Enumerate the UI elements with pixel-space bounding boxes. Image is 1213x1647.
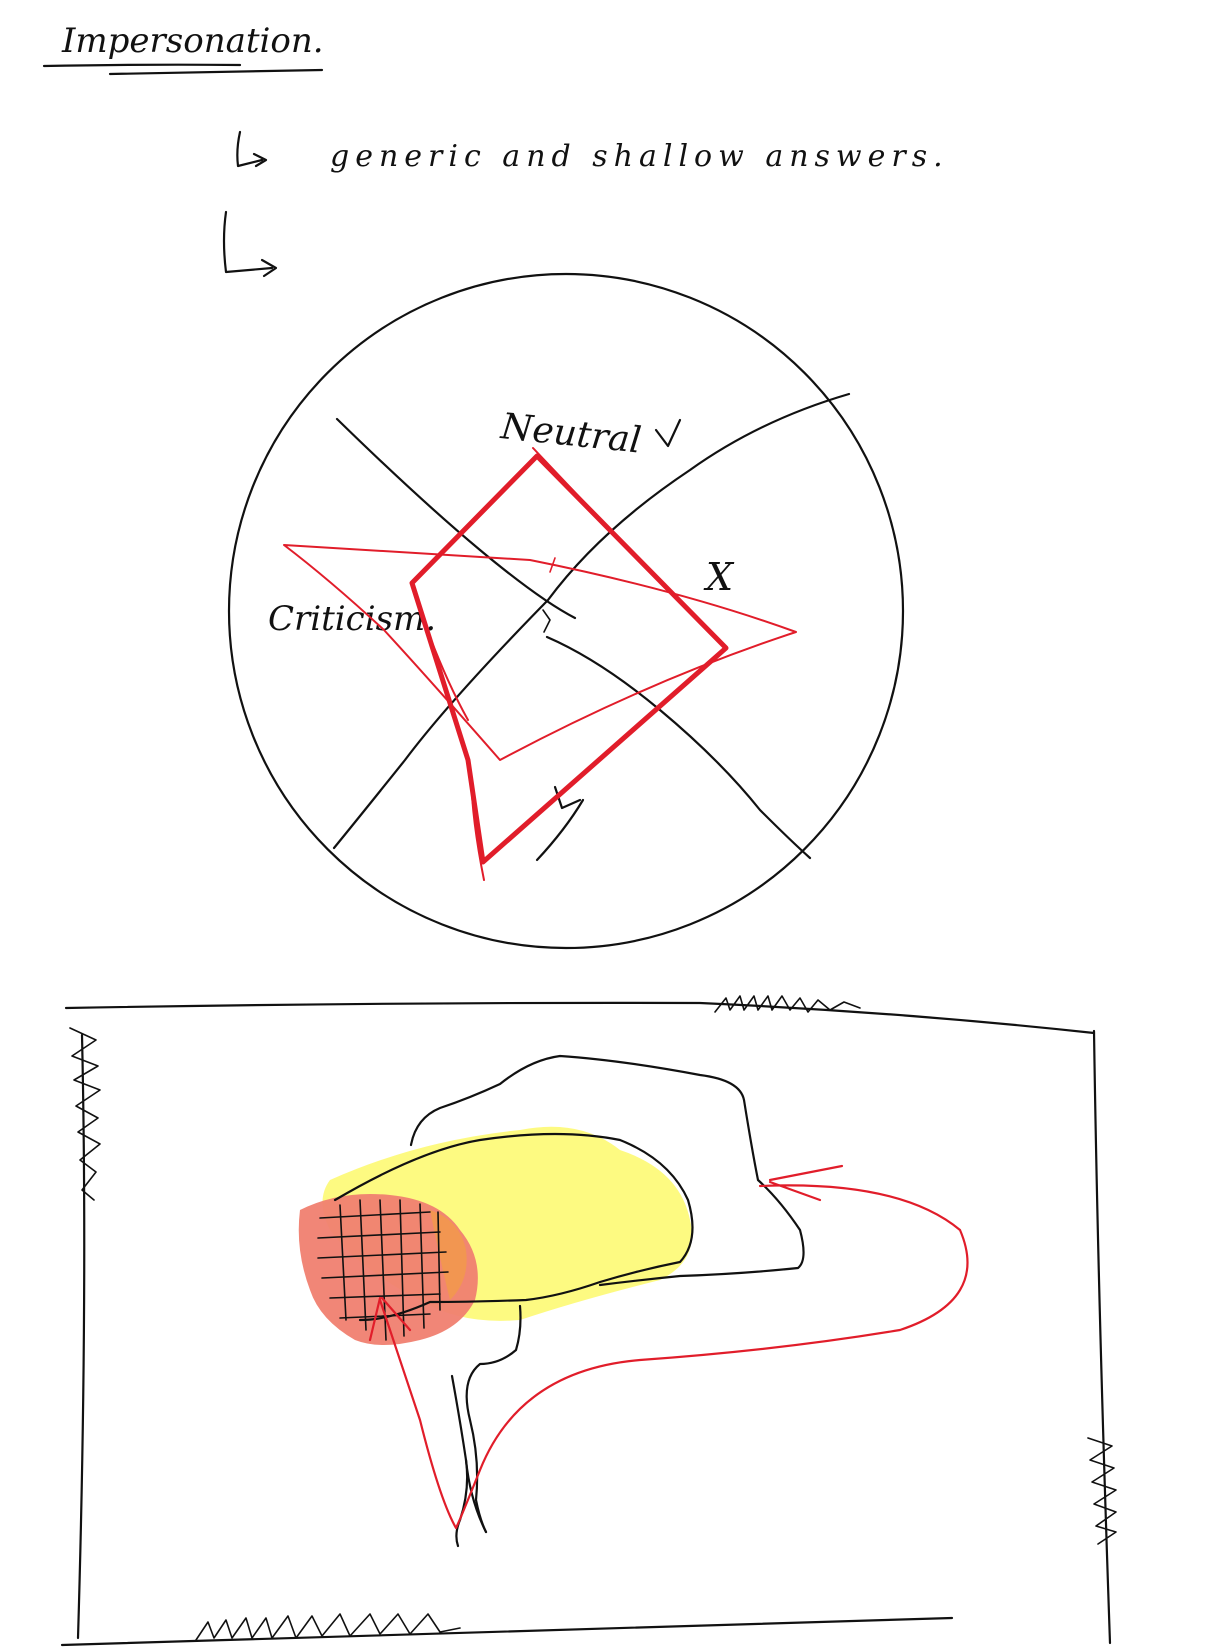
blob-drawing bbox=[298, 1054, 969, 1548]
check-icon bbox=[654, 418, 682, 448]
circle-diagram: Neutral Criticism. X bbox=[227, 272, 905, 950]
outer-outline bbox=[409, 1054, 805, 1287]
stem-right bbox=[465, 1304, 522, 1534]
arrow-icon bbox=[222, 210, 278, 278]
arrow-icon bbox=[236, 130, 268, 168]
cross-curve-tr-bl bbox=[332, 392, 851, 850]
cross-hatch bbox=[317, 1199, 449, 1341]
frame-left bbox=[76, 1033, 86, 1640]
frame-top bbox=[64, 1001, 1096, 1035]
red-arrow-loop bbox=[378, 1184, 969, 1530]
note-title-group: Impersonation. bbox=[42, 21, 324, 76]
label-criticism: Criticism. bbox=[268, 599, 436, 639]
bullet-item-1: generic and shallow answers. bbox=[330, 139, 949, 174]
note-title: Impersonation. bbox=[61, 21, 324, 61]
frame-right bbox=[1092, 1029, 1112, 1645]
scribble-right bbox=[1087, 1437, 1117, 1545]
frame-bottom bbox=[60, 1616, 954, 1647]
stem-left bbox=[450, 1374, 469, 1548]
inner-outline bbox=[333, 1132, 694, 1322]
outer-circle bbox=[227, 272, 905, 950]
label-neutral: Neutral bbox=[498, 406, 643, 462]
scribble-top bbox=[714, 995, 861, 1013]
bottom-frame bbox=[60, 995, 1117, 1647]
center-tick bbox=[542, 609, 551, 633]
title-underline-2 bbox=[108, 68, 324, 76]
cross-curve-br bbox=[545, 635, 812, 860]
scribble-bottom bbox=[195, 1613, 461, 1641]
check-icon bbox=[535, 785, 585, 862]
red-arrowhead-right bbox=[768, 1164, 844, 1202]
red-arrowhead-left bbox=[368, 1296, 412, 1342]
red-thin-shape bbox=[283, 544, 797, 761]
label-x-mark: X bbox=[703, 555, 735, 599]
red-thick-diamond bbox=[409, 453, 729, 865]
title-underline bbox=[42, 63, 242, 68]
bullet-list: generic and shallow answers. bbox=[222, 130, 949, 278]
scribble-left bbox=[69, 1027, 101, 1201]
